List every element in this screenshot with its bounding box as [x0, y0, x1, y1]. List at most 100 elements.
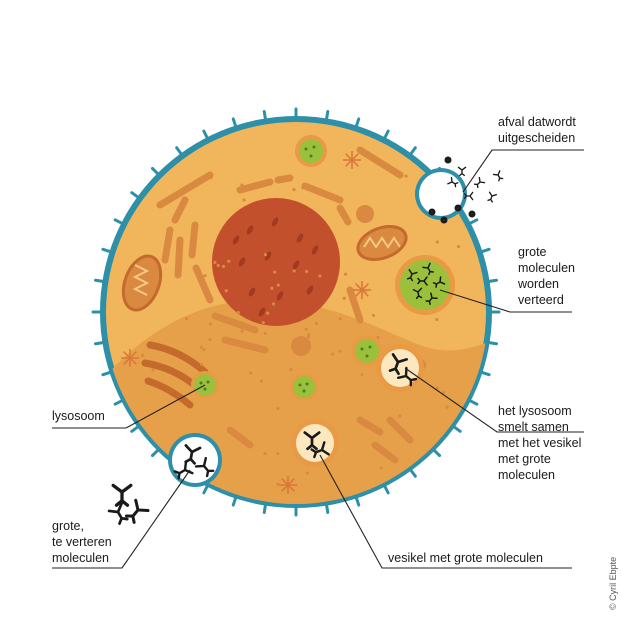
speckle: [273, 270, 277, 274]
speckle: [263, 331, 267, 335]
speckle: [140, 353, 145, 357]
er-segment: [346, 286, 364, 324]
speckle: [237, 320, 241, 325]
molecule-stroke: [111, 483, 133, 507]
speckle: [305, 471, 310, 475]
speckle: [371, 313, 376, 318]
molecule: [397, 366, 418, 387]
speckle: [263, 253, 267, 257]
molecule-stroke: [406, 269, 418, 282]
label-line: grote: [518, 245, 547, 259]
mitochondrion: [356, 225, 408, 261]
chromatin-dot: [271, 217, 279, 227]
waste-dot: [468, 210, 476, 218]
molecule-stroke: [422, 262, 434, 276]
speckle: [227, 259, 231, 263]
label-waste: afval datwordt uitgescheiden: [498, 115, 576, 145]
molecule: [388, 353, 408, 376]
lysosome: [351, 335, 383, 367]
star-ray: [345, 159, 353, 167]
speckle: [271, 302, 276, 306]
waste-dot: [454, 204, 462, 212]
star-ray: [351, 153, 359, 161]
speckle: [435, 386, 440, 390]
speckle: [249, 371, 253, 375]
molecule-stroke: [432, 276, 446, 288]
speckle: [224, 289, 228, 293]
chromatin-dot: [232, 235, 240, 245]
credit-text: © Cyril Ebpte: [608, 557, 618, 610]
speckle: [292, 187, 296, 192]
er-segment: [371, 441, 399, 464]
label-line: het lysosoom: [498, 404, 572, 418]
chromatin-dot: [248, 287, 256, 297]
molecule: [107, 502, 129, 525]
nucleus: [212, 198, 340, 326]
star-ray: [287, 484, 295, 492]
label-line: grote,: [52, 519, 84, 533]
waste-dot: [440, 216, 448, 224]
molecule-stroke: [463, 191, 474, 201]
molecule: [432, 276, 446, 288]
label-line: worden: [517, 277, 559, 291]
label-line: met grote: [498, 452, 551, 466]
speckle: [398, 414, 402, 418]
chromatin-dot: [246, 225, 254, 235]
leader-lines: [52, 149, 584, 569]
molecule: [457, 166, 467, 177]
speckle: [209, 175, 213, 180]
speckle: [259, 183, 263, 187]
er-segment: [221, 336, 269, 354]
speckle: [276, 482, 280, 486]
molecule-stroke: [412, 287, 423, 300]
er-segment: [301, 182, 344, 204]
speckle: [376, 335, 380, 339]
fusing-vesicle: [376, 344, 424, 392]
speckle: [263, 452, 267, 456]
speckle: [360, 373, 364, 377]
er-segment: [226, 426, 254, 449]
molecule-stroke: [184, 444, 202, 465]
speckle: [456, 245, 461, 249]
molecule: [487, 191, 497, 203]
molecule-stroke: [447, 176, 459, 188]
molecule: [173, 460, 194, 480]
molecule: [463, 191, 474, 201]
er-segment: [274, 174, 294, 184]
molecule-stroke: [492, 170, 504, 182]
chromatin-dot: [264, 251, 272, 261]
molecule: [303, 431, 321, 451]
label-line: afval datwordt: [498, 115, 576, 129]
molecule: [417, 276, 428, 286]
lysosome: [295, 135, 327, 167]
speckle: [307, 333, 311, 337]
speckle: [379, 466, 383, 470]
label-fusion: het lysosoom smelt samen met het vesikel…: [498, 404, 581, 482]
speckle: [276, 451, 280, 456]
star-ray: [287, 478, 295, 486]
label-line: moleculen: [52, 551, 109, 565]
speckle: [435, 240, 439, 244]
molecule: [492, 170, 504, 182]
digestion-vesicle: [395, 255, 455, 315]
chromatin-dot: [258, 307, 266, 317]
speckle: [202, 347, 206, 352]
waste-dot: [428, 208, 436, 216]
molecule: [124, 498, 150, 524]
speckle: [199, 345, 203, 349]
speckle: [301, 186, 305, 190]
endoplasmic-reticulum: [156, 146, 414, 464]
star-ray: [281, 478, 289, 486]
label-large-digested: grote moleculen worden verteerd: [517, 245, 575, 307]
speckle: [435, 317, 439, 322]
molecule-stroke: [194, 457, 215, 478]
chromatin-dot: [292, 260, 300, 270]
speckle: [441, 391, 446, 395]
label-line: vesikel met grote moleculen: [388, 551, 543, 565]
speckle: [289, 368, 293, 372]
molecule: [194, 457, 215, 478]
speckle: [363, 290, 367, 294]
speckle: [240, 329, 244, 333]
star-ray: [355, 283, 363, 291]
